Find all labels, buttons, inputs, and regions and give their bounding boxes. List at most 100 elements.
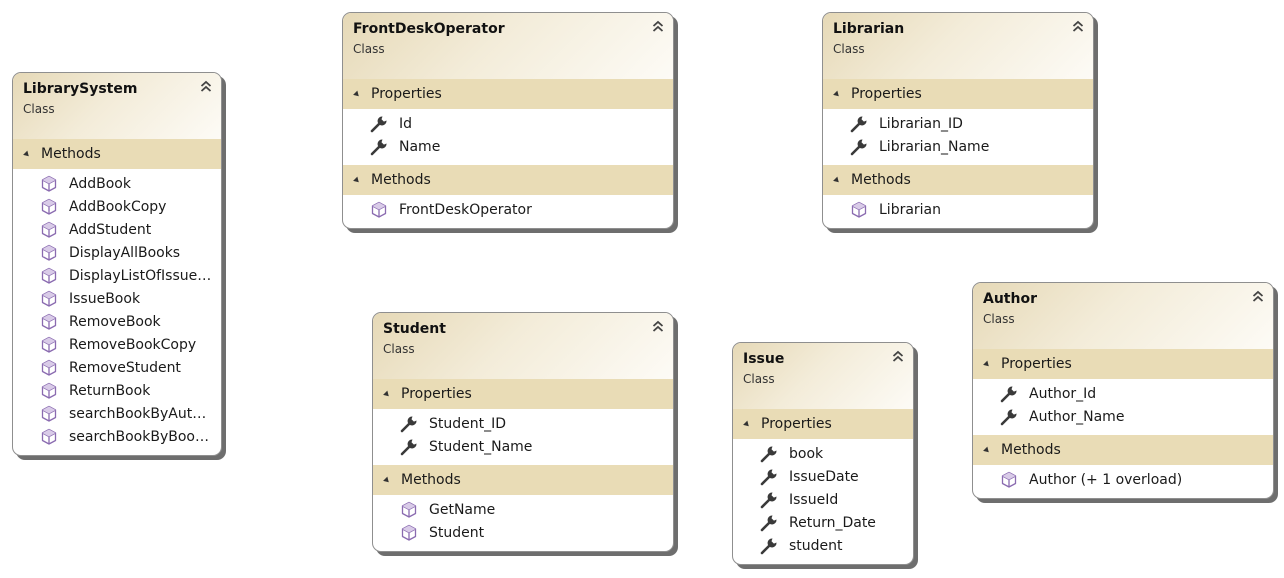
expander-triangle-icon[interactable] xyxy=(383,476,391,484)
method-row[interactable]: ReturnBook xyxy=(13,379,221,402)
property-row[interactable]: Student_ID xyxy=(373,412,673,435)
section-header-methods[interactable]: Methods xyxy=(973,435,1273,465)
method-name: IssueBook xyxy=(69,290,141,307)
double-chevron-up-icon[interactable] xyxy=(651,18,665,32)
expander-triangle-icon[interactable] xyxy=(23,150,31,158)
property-row[interactable]: Student_Name xyxy=(373,435,673,458)
section-label: Properties xyxy=(851,86,922,102)
wrench-icon xyxy=(849,114,869,134)
cube-icon xyxy=(399,500,419,520)
property-row[interactable]: Name xyxy=(343,135,673,158)
property-row[interactable]: Id xyxy=(343,112,673,135)
property-name: Id xyxy=(399,115,413,132)
method-row[interactable]: searchBookByBook... xyxy=(13,425,221,448)
property-name: IssueDate xyxy=(789,468,859,485)
property-row[interactable]: IssueDate xyxy=(733,465,913,488)
method-name: Author (+ 1 overload) xyxy=(1029,471,1183,488)
method-row[interactable]: FrontDeskOperator xyxy=(343,198,673,221)
method-row[interactable]: searchBookByAutho... xyxy=(13,402,221,425)
double-chevron-up-icon[interactable] xyxy=(651,318,665,332)
property-row[interactable]: Author_Name xyxy=(973,405,1273,428)
method-row[interactable]: AddBookCopy xyxy=(13,195,221,218)
class-stereotype: Class xyxy=(23,102,55,116)
method-row[interactable]: RemoveBook xyxy=(13,310,221,333)
expander-triangle-icon[interactable] xyxy=(353,90,361,98)
method-name: DisplayAllBooks xyxy=(69,244,181,261)
double-chevron-up-icon[interactable] xyxy=(1071,18,1085,32)
wrench-icon xyxy=(399,437,419,457)
double-chevron-up-icon[interactable] xyxy=(1251,288,1265,302)
method-row[interactable]: DisplayListOfIssued... xyxy=(13,264,221,287)
section-header-properties[interactable]: Properties xyxy=(823,79,1093,109)
property-row[interactable]: student xyxy=(733,534,913,557)
method-row[interactable]: Author (+ 1 overload) xyxy=(973,468,1273,491)
property-row[interactable]: IssueId xyxy=(733,488,913,511)
method-name: GetName xyxy=(429,501,496,518)
property-name: Author_Name xyxy=(1029,408,1125,425)
cube-icon xyxy=(39,404,59,424)
class-stereotype: Class xyxy=(983,312,1015,326)
method-row[interactable]: DisplayAllBooks xyxy=(13,241,221,264)
method-row[interactable]: Student xyxy=(373,521,673,544)
class-stereotype: Class xyxy=(383,342,415,356)
cube-icon xyxy=(369,200,389,220)
class-stereotype: Class xyxy=(743,372,775,386)
class-stereotype: Class xyxy=(353,42,385,56)
method-row[interactable]: AddStudent xyxy=(13,218,221,241)
section-header-properties[interactable]: Properties xyxy=(373,379,673,409)
expander-triangle-icon[interactable] xyxy=(983,446,991,454)
expander-triangle-icon[interactable] xyxy=(353,176,361,184)
method-row[interactable]: GetName xyxy=(373,498,673,521)
method-name: searchBookByBook... xyxy=(69,428,213,445)
section-label: Methods xyxy=(851,172,911,188)
method-row[interactable]: Librarian xyxy=(823,198,1093,221)
section-header-methods[interactable]: Methods xyxy=(13,139,221,169)
expander-triangle-icon[interactable] xyxy=(383,390,391,398)
expander-triangle-icon[interactable] xyxy=(743,420,751,428)
expander-triangle-icon[interactable] xyxy=(983,360,991,368)
property-row[interactable]: Return_Date xyxy=(733,511,913,534)
method-name: RemoveBookCopy xyxy=(69,336,197,353)
section-label: Methods xyxy=(401,472,461,488)
property-row[interactable]: Author_Id xyxy=(973,382,1273,405)
property-row[interactable]: book xyxy=(733,442,913,465)
section-label: Properties xyxy=(1001,356,1072,372)
method-name: DisplayListOfIssued... xyxy=(69,267,213,284)
section-header-methods[interactable]: Methods xyxy=(823,165,1093,195)
property-row[interactable]: Librarian_ID xyxy=(823,112,1093,135)
section-label: Properties xyxy=(401,386,472,402)
method-row[interactable]: AddBook xyxy=(13,172,221,195)
wrench-icon xyxy=(849,137,869,157)
expander-triangle-icon[interactable] xyxy=(833,176,841,184)
method-row[interactable]: RemoveBookCopy xyxy=(13,333,221,356)
property-name: book xyxy=(789,445,824,462)
wrench-icon xyxy=(759,444,779,464)
section-header-properties[interactable]: Properties xyxy=(733,409,913,439)
expander-triangle-icon[interactable] xyxy=(833,90,841,98)
section-header-methods[interactable]: Methods xyxy=(343,165,673,195)
section-header-properties[interactable]: Properties xyxy=(973,349,1273,379)
method-name: AddBookCopy xyxy=(69,198,167,215)
section-label: Properties xyxy=(761,416,832,432)
property-row[interactable]: Librarian_Name xyxy=(823,135,1093,158)
section-header-properties[interactable]: Properties xyxy=(343,79,673,109)
double-chevron-up-icon[interactable] xyxy=(891,348,905,362)
wrench-icon xyxy=(759,513,779,533)
section-header-methods[interactable]: Methods xyxy=(373,465,673,495)
double-chevron-up-icon[interactable] xyxy=(199,78,213,92)
cube-icon xyxy=(39,266,59,286)
method-row[interactable]: RemoveStudent xyxy=(13,356,221,379)
method-row[interactable]: IssueBook xyxy=(13,287,221,310)
